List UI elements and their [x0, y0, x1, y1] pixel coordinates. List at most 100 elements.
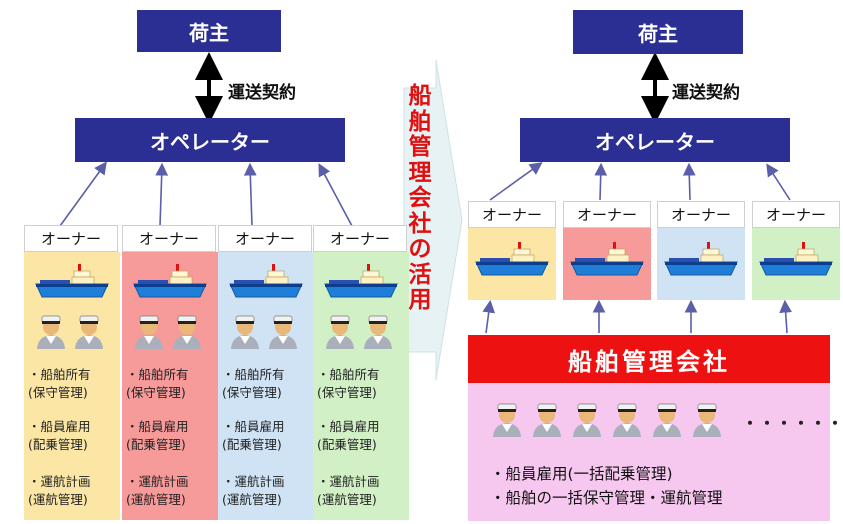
- right-shipper-box: 荷主: [573, 10, 743, 54]
- left-owner-label: オーナー: [24, 225, 118, 252]
- management-crew: [690, 400, 724, 442]
- vertical-char: 船: [408, 83, 432, 109]
- sailor-icon: [364, 315, 392, 349]
- management-crew: [530, 400, 564, 442]
- vertical-char: 理: [408, 159, 432, 186]
- right-owner-arrow: [766, 163, 791, 201]
- sailor-icon: [693, 403, 721, 437]
- right-owner-label: オーナー: [468, 201, 556, 228]
- management-company-panel: [468, 383, 830, 521]
- left-owner-duty-text: ・運航計画: [126, 474, 189, 489]
- left-owner-duty-text: ・船舶所有: [317, 367, 380, 382]
- left-ship: [228, 262, 304, 306]
- vertical-char: 管: [408, 134, 432, 160]
- right-owner-arrow: [489, 162, 543, 201]
- ship-icon: [664, 242, 738, 276]
- right-operator-box: オペレーター: [520, 118, 790, 162]
- left-owner-duty-text: (配乗管理): [222, 437, 282, 452]
- left-ship: [132, 262, 208, 306]
- ship-icon: [229, 264, 303, 298]
- left-contract-label: 運送契約: [228, 83, 296, 103]
- sailor-icon: [75, 315, 103, 349]
- right-ship: [758, 240, 834, 284]
- sailor-icon: [326, 315, 354, 349]
- left-owner-duty-text: (配乗管理): [28, 437, 88, 452]
- left-owner-duty-text: (配乗管理): [126, 437, 186, 452]
- left-owner-duty-text: (運航管理): [28, 492, 88, 507]
- right-operator-label: オペレーター: [595, 129, 715, 154]
- right-ship: [569, 240, 645, 284]
- vertical-char: 用: [408, 287, 432, 313]
- right-ship: [663, 240, 739, 284]
- sailor-icon: [533, 403, 561, 437]
- management-duty-1: ・船員雇用(一括配乗管理): [490, 465, 673, 483]
- left-owner-duty-text: ・運航計画: [222, 474, 285, 489]
- left-owner-duty-text: (運航管理): [222, 492, 282, 507]
- left-owner-duty-text: ・運航計画: [317, 474, 380, 489]
- left-crew: [228, 312, 262, 354]
- management-crew: [570, 400, 604, 442]
- left-owner-label: オーナー: [122, 225, 216, 252]
- ship-icon: [35, 264, 109, 298]
- left-owner-duty-text: ・船舶所有: [222, 367, 285, 382]
- mgmt-ship-arrow: [779, 299, 793, 334]
- transition-arrow-shape: [403, 59, 463, 381]
- left-owner-duty-text: (配乗管理): [317, 437, 377, 452]
- vertical-char: 舶: [408, 108, 432, 135]
- left-owner-duty-text: (保守管理): [28, 385, 88, 400]
- left-owner-arrow: [243, 162, 257, 227]
- left-operator-label: オペレーター: [150, 129, 270, 154]
- sailor-icon: [493, 403, 521, 437]
- ship-icon: [324, 264, 398, 298]
- middle-vertical-title: 船 舶 管 理 会 社 の 活 用: [405, 83, 435, 314]
- sailor-icon: [173, 315, 201, 349]
- left-owner-duty-text: ・船員雇用: [317, 419, 380, 434]
- left-owner-duty-text: ・船舶所有: [28, 367, 91, 382]
- ship-icon: [759, 242, 833, 276]
- left-ship: [34, 262, 110, 306]
- left-owner-arrow: [59, 161, 107, 227]
- vertical-char: の: [408, 236, 432, 262]
- sailor-icon: [135, 315, 163, 349]
- left-owner-duty-text: ・船舶所有: [126, 367, 189, 382]
- right-owner-arrow: [594, 162, 608, 201]
- left-crew: [170, 312, 204, 354]
- management-duty-2: ・船舶の一括保守管理・運航管理: [490, 489, 723, 507]
- right-owner-arrow: [682, 162, 696, 201]
- left-crew: [361, 312, 395, 354]
- right-owner-label: オーナー: [657, 201, 745, 228]
- left-ship: [323, 262, 399, 306]
- vertical-char: 会: [408, 185, 432, 211]
- sailor-icon: [37, 315, 65, 349]
- ship-icon: [133, 264, 207, 298]
- right-contract-label: 運送契約: [672, 83, 740, 103]
- vertical-char: 活: [408, 261, 432, 288]
- sailor-icon: [573, 403, 601, 437]
- management-crew: [650, 400, 684, 442]
- left-crew: [132, 312, 166, 354]
- left-owner-label: オーナー: [218, 225, 312, 252]
- vertical-char: 社: [408, 210, 432, 237]
- management-crew: [610, 400, 644, 442]
- left-owner-duty-text: ・船員雇用: [222, 419, 285, 434]
- left-owner-arrow: [155, 162, 169, 227]
- left-owner-duty-text: (保守管理): [126, 385, 186, 400]
- right-owner-label: オーナー: [752, 201, 840, 228]
- sailor-icon: [231, 315, 259, 349]
- left-owner-label: オーナー: [313, 225, 407, 252]
- right-ship: [474, 240, 550, 284]
- management-company-title: 船舶管理会社: [468, 335, 830, 383]
- left-owner-arrow: [318, 163, 353, 227]
- management-crew: [490, 400, 524, 442]
- right-owner-label: オーナー: [563, 201, 651, 228]
- left-shipper-label: 荷主: [189, 20, 229, 45]
- ship-icon: [570, 242, 644, 276]
- left-crew: [72, 312, 106, 354]
- sailor-icon: [653, 403, 681, 437]
- left-owner-duty-text: (保守管理): [317, 385, 377, 400]
- crew-ellipsis: ・・・・・・: [742, 414, 843, 433]
- mgmt-ship-arrow: [482, 299, 496, 334]
- left-owner-duty-text: (保守管理): [222, 385, 282, 400]
- right-shipper-label: 荷主: [638, 21, 678, 46]
